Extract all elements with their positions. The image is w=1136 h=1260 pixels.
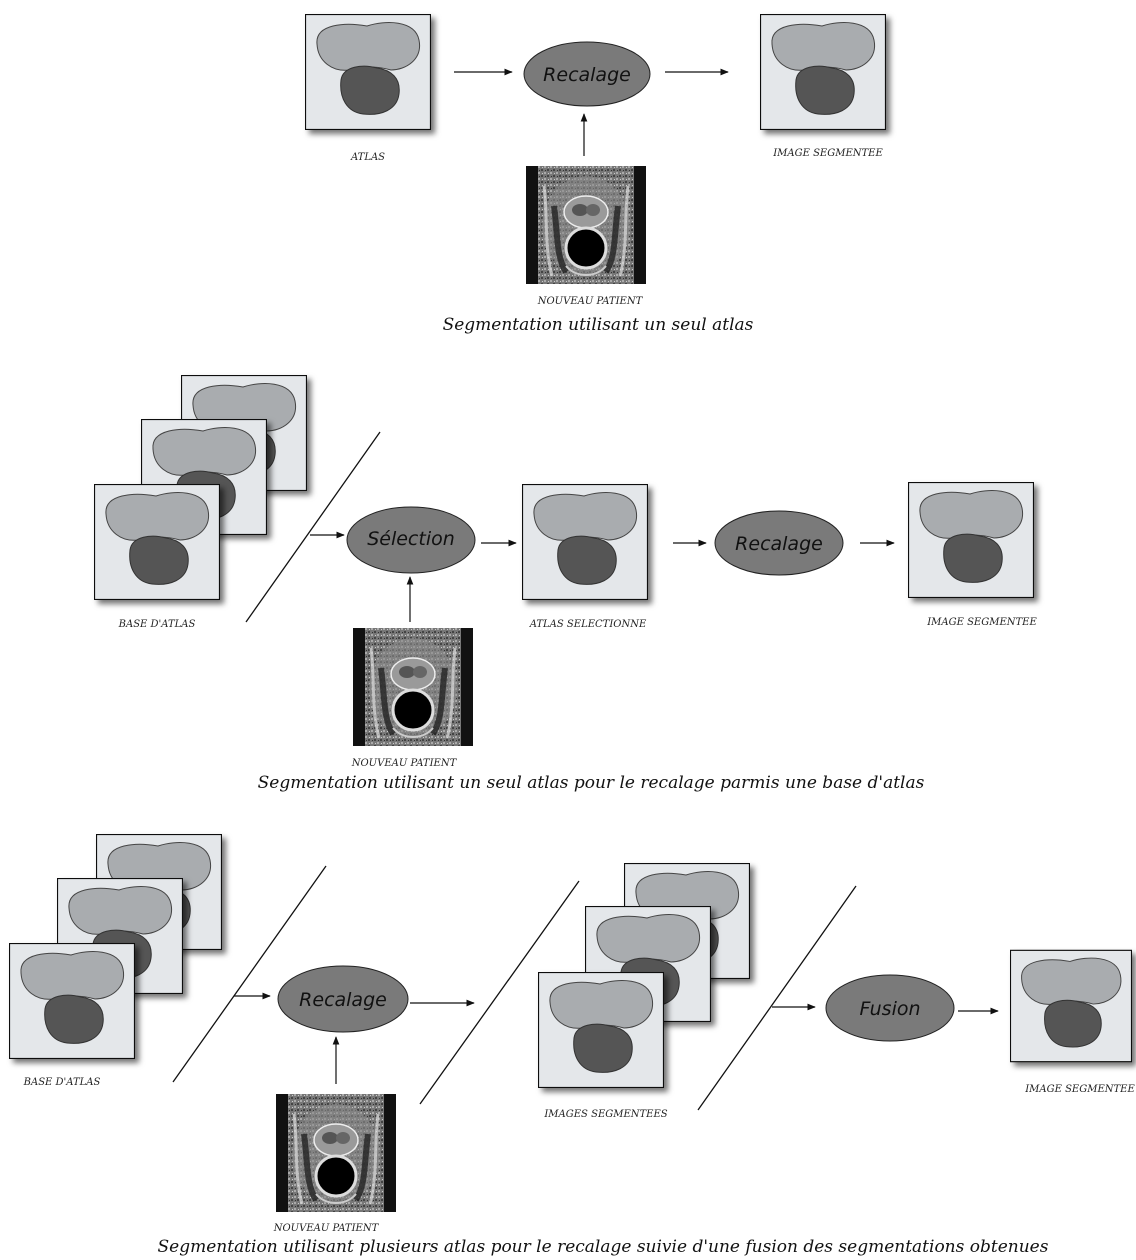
divider-line bbox=[172, 865, 327, 1083]
atlas-label: ATLAS bbox=[350, 152, 385, 163]
segmented-image-card bbox=[908, 482, 1034, 598]
result-label: IMAGE SEGMENTEE bbox=[1024, 1084, 1135, 1095]
node-recalage-label: Recalage bbox=[543, 64, 631, 86]
caption: Segmentation utilisant plusieurs atlas p… bbox=[158, 1237, 1049, 1257]
patient-mri-image bbox=[353, 628, 473, 746]
selected-atlas-card bbox=[522, 484, 648, 600]
segmented-image-card bbox=[538, 972, 664, 1088]
node-recalage bbox=[523, 41, 651, 107]
selected-label: ATLAS SELECTIONNE bbox=[529, 619, 647, 630]
node-fusion-label: Fusion bbox=[859, 998, 920, 1020]
divider-line bbox=[697, 885, 857, 1111]
atlas-card bbox=[94, 484, 220, 600]
caption: Segmentation utilisant un seul atlas bbox=[443, 315, 754, 335]
patient-mri-image bbox=[526, 166, 646, 284]
result-label: IMAGE SEGMENTEE bbox=[772, 148, 883, 159]
node-recalage-label: Recalage bbox=[299, 989, 387, 1011]
patient-label: NOUVEAU PATIENT bbox=[537, 296, 644, 307]
diagram-multi-atlas-fusion: BASE D'ATLAS Recalage NOUVEAU PATIENT IM… bbox=[9, 834, 1135, 1257]
node-selection bbox=[346, 506, 476, 574]
base-label: BASE D'ATLAS bbox=[23, 1077, 101, 1088]
patient-label: NOUVEAU PATIENT bbox=[351, 758, 458, 769]
divider-line bbox=[419, 880, 580, 1105]
atlas-card bbox=[9, 943, 135, 1059]
segmented-label: IMAGES SEGMENTEES bbox=[543, 1109, 667, 1120]
segmented-image-card bbox=[760, 14, 886, 130]
diagram-atlas-selection: BASE D'ATLAS Sélection NOUVEAU PATIENT A… bbox=[94, 375, 1037, 793]
atlas-card bbox=[305, 14, 431, 130]
caption: Segmentation utilisant un seul atlas pou… bbox=[258, 773, 925, 793]
node-fusion bbox=[825, 974, 955, 1042]
node-recalage bbox=[714, 510, 844, 576]
node-recalage bbox=[277, 965, 409, 1033]
patient-mri-image bbox=[276, 1094, 396, 1212]
divider-line bbox=[245, 431, 381, 623]
result-label: IMAGE SEGMENTEE bbox=[926, 617, 1037, 628]
node-recalage-label: Recalage bbox=[735, 533, 823, 555]
patient-label: NOUVEAU PATIENT bbox=[273, 1223, 380, 1234]
diagram-single-atlas: ATLAS Recalage IMAGE SEGMENTEE NOUVEAU P… bbox=[305, 14, 886, 335]
final-segmented-image-card bbox=[1010, 949, 1132, 1063]
node-selection-label: Sélection bbox=[367, 528, 455, 550]
base-label: BASE D'ATLAS bbox=[118, 619, 196, 630]
